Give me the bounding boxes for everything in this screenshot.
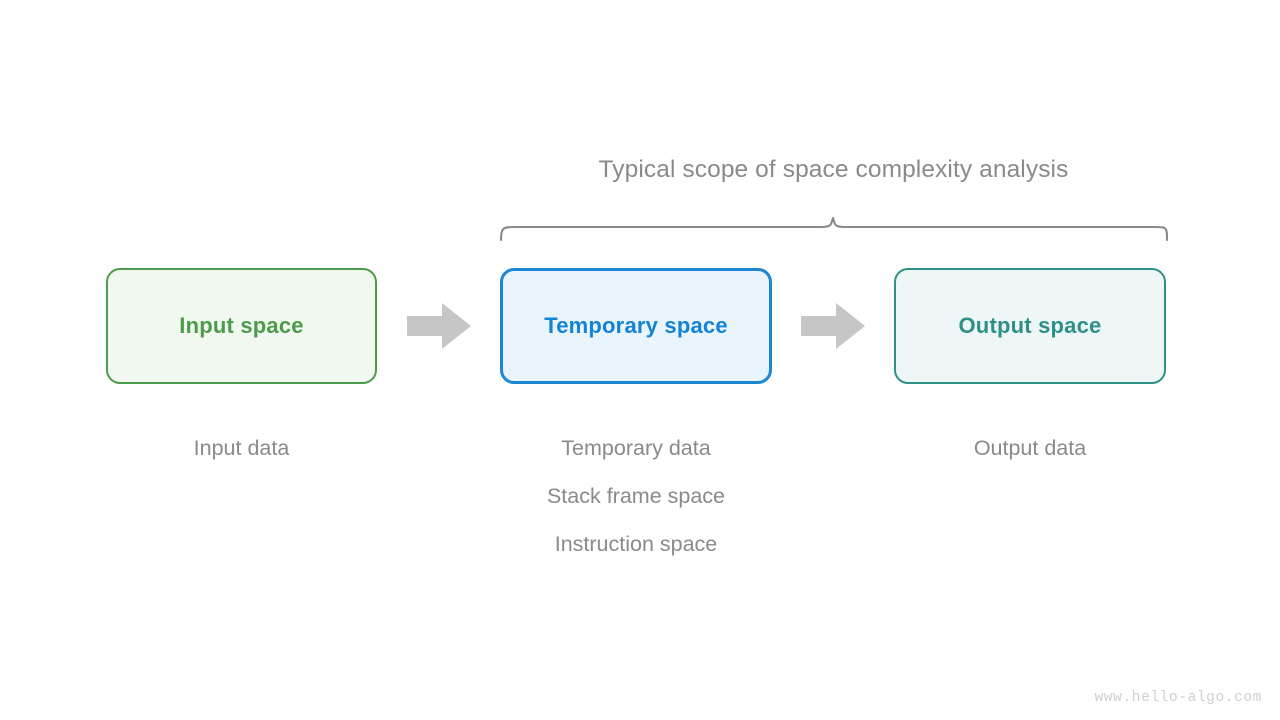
box-temporary-space[interactable]: Temporary space <box>500 268 772 384</box>
scope-brace <box>499 216 1169 242</box>
watermark: www.hello-algo.com <box>1094 690 1262 706</box>
arrow-right-icon <box>801 303 865 349</box>
caption-line: Instruction space <box>554 532 718 556</box>
caption-output-space: Output data <box>894 424 1166 472</box>
scope-title: Typical scope of space complexity analys… <box>598 156 1069 183</box>
caption-line: Output data <box>973 436 1087 460</box>
caption-line: Input data <box>193 436 290 460</box>
box-output-space[interactable]: Output space <box>894 268 1166 384</box>
caption-line: Stack frame space <box>546 484 726 508</box>
caption-temporary-space: Temporary data Stack frame space Instruc… <box>500 424 772 568</box>
arrow-right-icon <box>407 303 471 349</box>
caption-line: Temporary data <box>561 436 711 460</box>
caption-input-space: Input data <box>106 424 377 472</box>
box-input-space[interactable]: Input space <box>106 268 377 384</box>
